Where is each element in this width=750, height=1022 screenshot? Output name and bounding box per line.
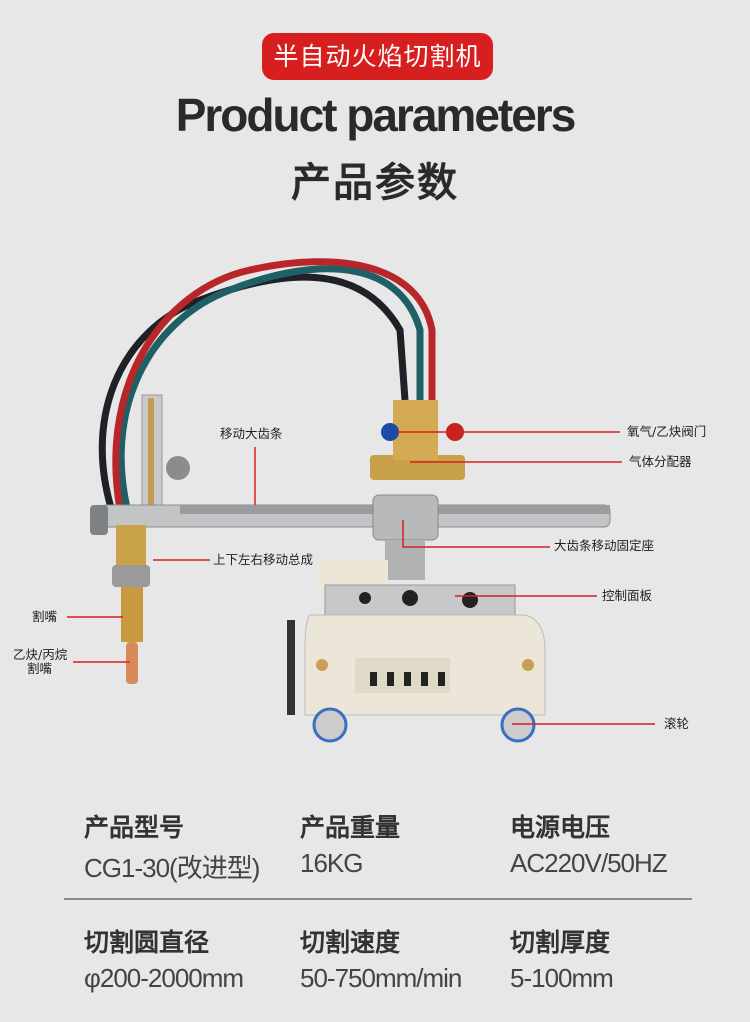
callout-nozzle: 割嘴 (32, 609, 58, 624)
cutting-machine-image (67, 258, 655, 743)
spec-value-thickness: 5-100mm (510, 963, 614, 993)
callout-roller: 滚轮 (664, 716, 690, 731)
page-title-en: Product parameters (175, 89, 577, 141)
callout-rack: 移动大齿条 (220, 426, 283, 441)
callout-control-panel: 控制面板 (602, 588, 653, 603)
callout-xy-assembly: 上下左右移动总成 (213, 552, 314, 567)
spec-label-voltage: 电源电压 (510, 813, 611, 842)
spec-value-weight: 16KG (300, 848, 363, 878)
spec-value-model: CG1-30(改进型) (84, 853, 260, 883)
divider (64, 898, 692, 900)
callout-gas-nozzle-2: 割嘴 (27, 661, 53, 676)
spec-value-voltage: AC220V/50HZ (510, 848, 668, 878)
callout-distributor: 气体分配器 (629, 454, 692, 469)
spec-label-model: 产品型号 (84, 813, 185, 842)
callout-rack-seat: 大齿条移动固定座 (554, 538, 655, 553)
callout-valve: 氧气/乙炔阀门 (627, 424, 707, 439)
spec-label-weight: 产品重量 (300, 813, 401, 842)
spec-label-diameter: 切割圆直径 (84, 928, 210, 957)
product-type-badge: 半自动火焰切割机 (262, 33, 493, 80)
spec-label-speed: 切割速度 (300, 928, 401, 957)
page-title-cn: 产品参数 (291, 160, 459, 206)
callout-gas-nozzle-1: 乙炔/丙烷 (13, 647, 68, 662)
spec-label-thickness: 切割厚度 (510, 928, 611, 957)
spec-value-diameter: φ200-2000mm (84, 963, 244, 993)
spec-value-speed: 50-750mm/min (300, 963, 462, 993)
